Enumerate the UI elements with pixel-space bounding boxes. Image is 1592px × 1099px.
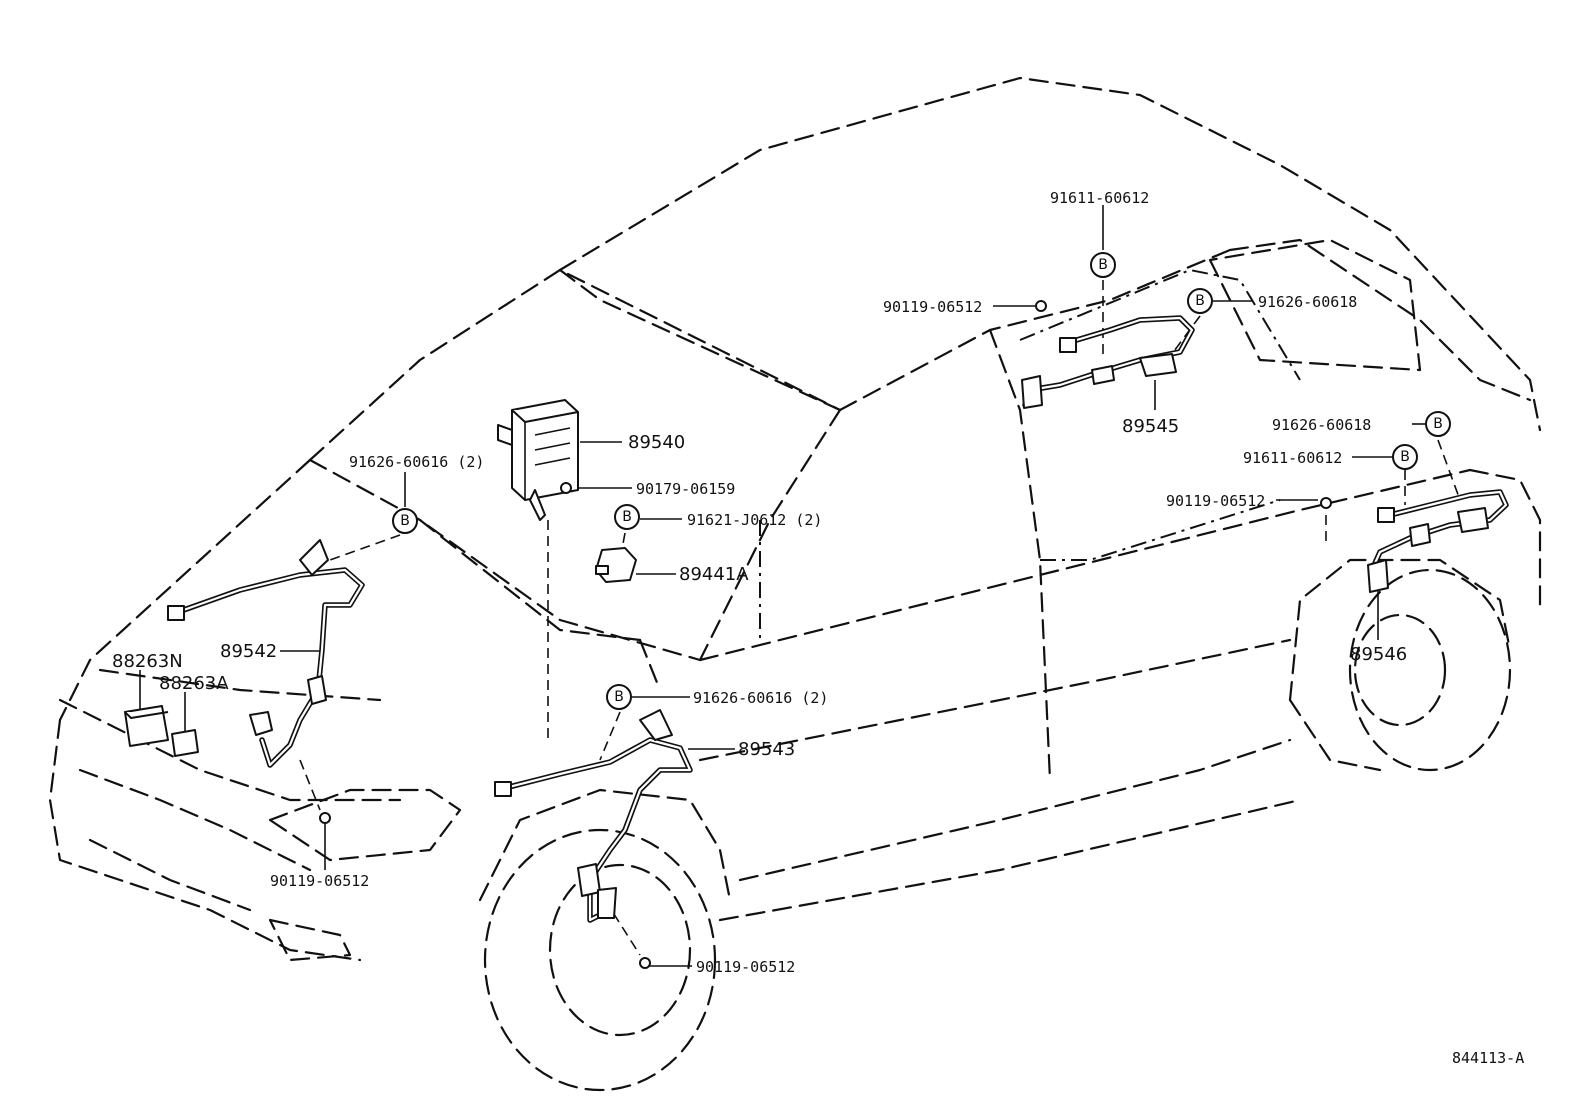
b-badge-ecu: B — [614, 504, 640, 530]
b-badge-mid: B — [606, 684, 632, 710]
label-90119-06512-rear: 90119-06512 — [1166, 492, 1265, 510]
label-88263a: 88263A — [159, 673, 229, 694]
b-badges: B B B B B B B — [392, 252, 1451, 710]
front-harness-89542 — [167, 539, 365, 768]
yaw-rate-sensor-89441a — [595, 547, 637, 583]
label-91626-60618-top: 91626-60618 — [1258, 293, 1357, 311]
b-badge-top: B — [1090, 252, 1116, 278]
label-90179-06159: 90179-06159 — [636, 480, 735, 498]
label-91626-60616-hood: 91626-60616 (2) — [349, 453, 484, 471]
label-88263n: 88263N — [112, 651, 183, 672]
b-badge-letter: B — [1098, 257, 1108, 273]
b-badge-letter: B — [1433, 416, 1443, 432]
bolt-90119-06512-roof — [1035, 300, 1047, 312]
abs-computer-89540 — [497, 399, 579, 521]
label-89542: 89542 — [220, 641, 277, 662]
b-badge-letter: B — [622, 509, 632, 525]
label-89441a: 89441A — [679, 564, 749, 585]
label-90119-06512-front: 90119-06512 — [270, 872, 369, 890]
b-badge-rear-1: B — [1425, 411, 1451, 437]
label-89545: 89545 — [1122, 416, 1179, 437]
label-91626-60616-mid: 91626-60616 (2) — [693, 689, 828, 707]
diagram-code: 844113-A — [1452, 1049, 1524, 1067]
leader-lines — [139, 205, 1461, 967]
b-badge-top-right: B — [1187, 288, 1213, 314]
label-89543: 89543 — [738, 739, 795, 760]
rear-harness-89545 — [1021, 315, 1195, 409]
label-91626-60618-rear: 91626-60618 — [1272, 416, 1371, 434]
front-harness-89543 — [494, 709, 693, 923]
parts — [124, 300, 1509, 969]
label-89546: 89546 — [1350, 644, 1407, 665]
screw-90179-06159 — [560, 482, 572, 494]
label-89540: 89540 — [628, 432, 685, 453]
b-badge-letter: B — [1400, 449, 1410, 465]
bolt-90119-06512-front — [319, 812, 331, 824]
rear-harness-89546 — [1367, 489, 1509, 593]
label-91621-j0612: 91621-J0612 (2) — [687, 511, 822, 529]
b-badge-hood: B — [392, 508, 418, 534]
b-badge-rear-2: B — [1392, 444, 1418, 470]
part-labels: 91611-60612 90119-06512 91626-60618 8954… — [112, 189, 1524, 1067]
relay-88263a — [171, 729, 199, 757]
label-90119-06512-wheel: 90119-06512 — [696, 958, 795, 976]
b-badge-letter: B — [614, 689, 624, 705]
bolt-90119-06512-rear — [1320, 497, 1332, 509]
car-outline — [48, 76, 1542, 1092]
b-badge-letter: B — [1195, 293, 1205, 309]
label-90119-06512-roof: 90119-06512 — [883, 298, 982, 316]
label-91611-60612-top: 91611-60612 — [1050, 189, 1149, 207]
label-91611-60612-rear: 91611-60612 — [1243, 449, 1342, 467]
bolt-90119-06512-wheel — [639, 957, 651, 969]
relay-88263n — [124, 705, 169, 747]
b-badge-letter: B — [400, 513, 410, 529]
